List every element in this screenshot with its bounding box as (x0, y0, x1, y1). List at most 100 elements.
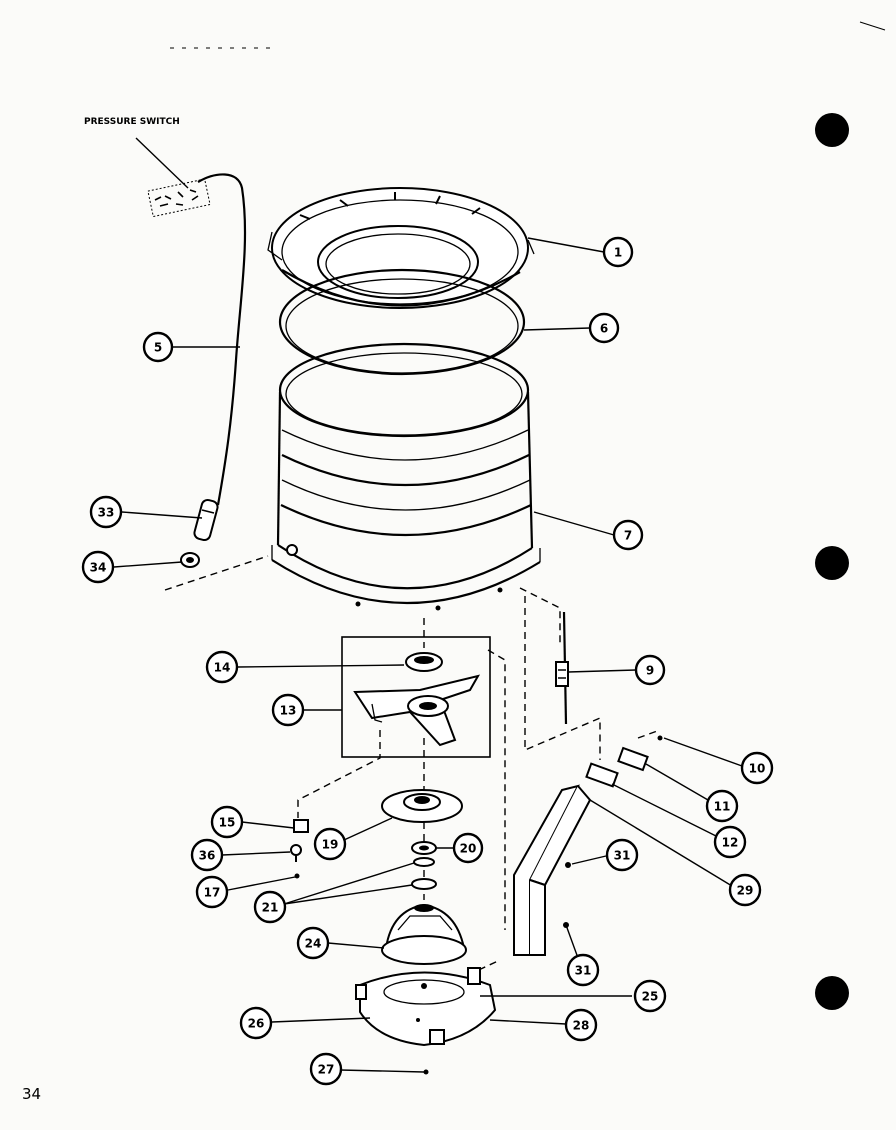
dashed-guide (487, 649, 506, 930)
svg-text:5: 5 (154, 341, 162, 355)
svg-text:26: 26 (248, 1017, 265, 1031)
leader-10 (663, 737, 743, 767)
scan-mark-right (859, 21, 886, 31)
callout-11: 11 (705, 789, 739, 823)
dashed-guide (297, 730, 381, 818)
binder-hole-top (815, 113, 849, 147)
svg-text:12: 12 (722, 836, 739, 850)
callout-31-upper: 31 (605, 838, 639, 872)
dashed-guide (164, 555, 269, 591)
callout-24: 24 (296, 926, 330, 960)
pressure-switch-icon (147, 178, 211, 218)
svg-text:25: 25 (642, 990, 659, 1004)
screw-10 (657, 735, 663, 741)
pressure-hose (197, 173, 247, 506)
svg-text:15: 15 (219, 816, 236, 830)
callout-25: 25 (633, 979, 667, 1013)
svg-text:24: 24 (305, 937, 322, 951)
svg-text:7: 7 (624, 529, 632, 543)
mounting-bracket (555, 611, 569, 725)
svg-text:6: 6 (600, 322, 608, 336)
svg-text:10: 10 (749, 762, 766, 776)
callout-21: 21 (253, 890, 287, 924)
clip-part (293, 819, 309, 833)
svg-text:31: 31 (614, 849, 631, 863)
leader-15 (241, 821, 295, 829)
callout-9: 9 (634, 654, 666, 686)
tub-gasket (278, 268, 526, 376)
callout-31-lower: 31 (566, 953, 600, 987)
svg-text:21: 21 (262, 901, 279, 915)
leader-21b (283, 884, 413, 905)
callout-6: 6 (588, 312, 620, 344)
leader-24 (327, 942, 385, 949)
callout-1: 1 (602, 236, 634, 268)
bracket-12 (585, 762, 619, 788)
leader-6 (523, 327, 591, 331)
support-leg (513, 784, 592, 956)
svg-text:9: 9 (646, 664, 654, 678)
binder-hole-bottom (815, 976, 849, 1010)
screw-36 (290, 844, 302, 862)
tub-seal (405, 652, 443, 672)
leader-27 (339, 1069, 425, 1073)
leader-19 (343, 817, 393, 841)
callout-27: 27 (309, 1052, 343, 1086)
dashed-guide (519, 587, 561, 645)
callout-14: 14 (205, 650, 239, 684)
svg-text:19: 19 (322, 838, 339, 852)
callout-15: 15 (210, 805, 244, 839)
drive-pulley (381, 789, 463, 823)
svg-text:31: 31 (575, 964, 592, 978)
leader-14 (237, 664, 405, 668)
leader-17 (227, 876, 296, 891)
leader-33 (121, 511, 203, 519)
screw-27 (423, 1069, 429, 1075)
svg-text:1: 1 (614, 246, 622, 260)
callout-20: 20 (452, 832, 484, 864)
outer-tub (271, 342, 541, 611)
dashed-guide (637, 729, 661, 739)
callout-28: 28 (564, 1008, 598, 1042)
callout-34: 34 (81, 550, 115, 584)
transmission-housing (381, 903, 467, 965)
screw-31a (565, 862, 571, 868)
washer-21a (413, 857, 435, 867)
screw-17 (294, 873, 300, 879)
callout-19: 19 (313, 827, 347, 861)
svg-text:34: 34 (90, 561, 107, 575)
leader-7 (533, 511, 615, 536)
callout-29: 29 (728, 873, 762, 907)
callout-17: 17 (195, 875, 229, 909)
washer-21b (411, 878, 437, 890)
leader-26 (271, 1017, 371, 1023)
leader-12 (611, 783, 717, 837)
hub-spider (353, 674, 481, 747)
leader-29 (589, 799, 733, 887)
svg-text:29: 29 (737, 884, 754, 898)
leader-36 (221, 851, 291, 856)
svg-text:17: 17 (204, 886, 221, 900)
base-support (355, 967, 497, 1047)
dashed-guide (524, 596, 601, 760)
leader-28 (489, 1019, 567, 1025)
page-number: 34 (22, 1085, 41, 1103)
leader-1 (527, 237, 605, 253)
washer-20 (411, 841, 437, 855)
hub-assembly-box (341, 636, 491, 758)
svg-text:20: 20 (460, 842, 477, 856)
callout-12: 12 (713, 825, 747, 859)
svg-text:14: 14 (214, 661, 231, 675)
hose-fitting (193, 498, 219, 542)
leader-31b (565, 924, 579, 959)
svg-text:36: 36 (199, 849, 216, 863)
svg-text:11: 11 (714, 800, 731, 814)
callout-33: 33 (89, 495, 123, 529)
svg-text:27: 27 (318, 1063, 335, 1077)
pressure-switch-leader (135, 137, 189, 189)
bracket-11 (617, 746, 649, 772)
callout-13: 13 (271, 693, 305, 727)
leader-9 (567, 669, 637, 673)
